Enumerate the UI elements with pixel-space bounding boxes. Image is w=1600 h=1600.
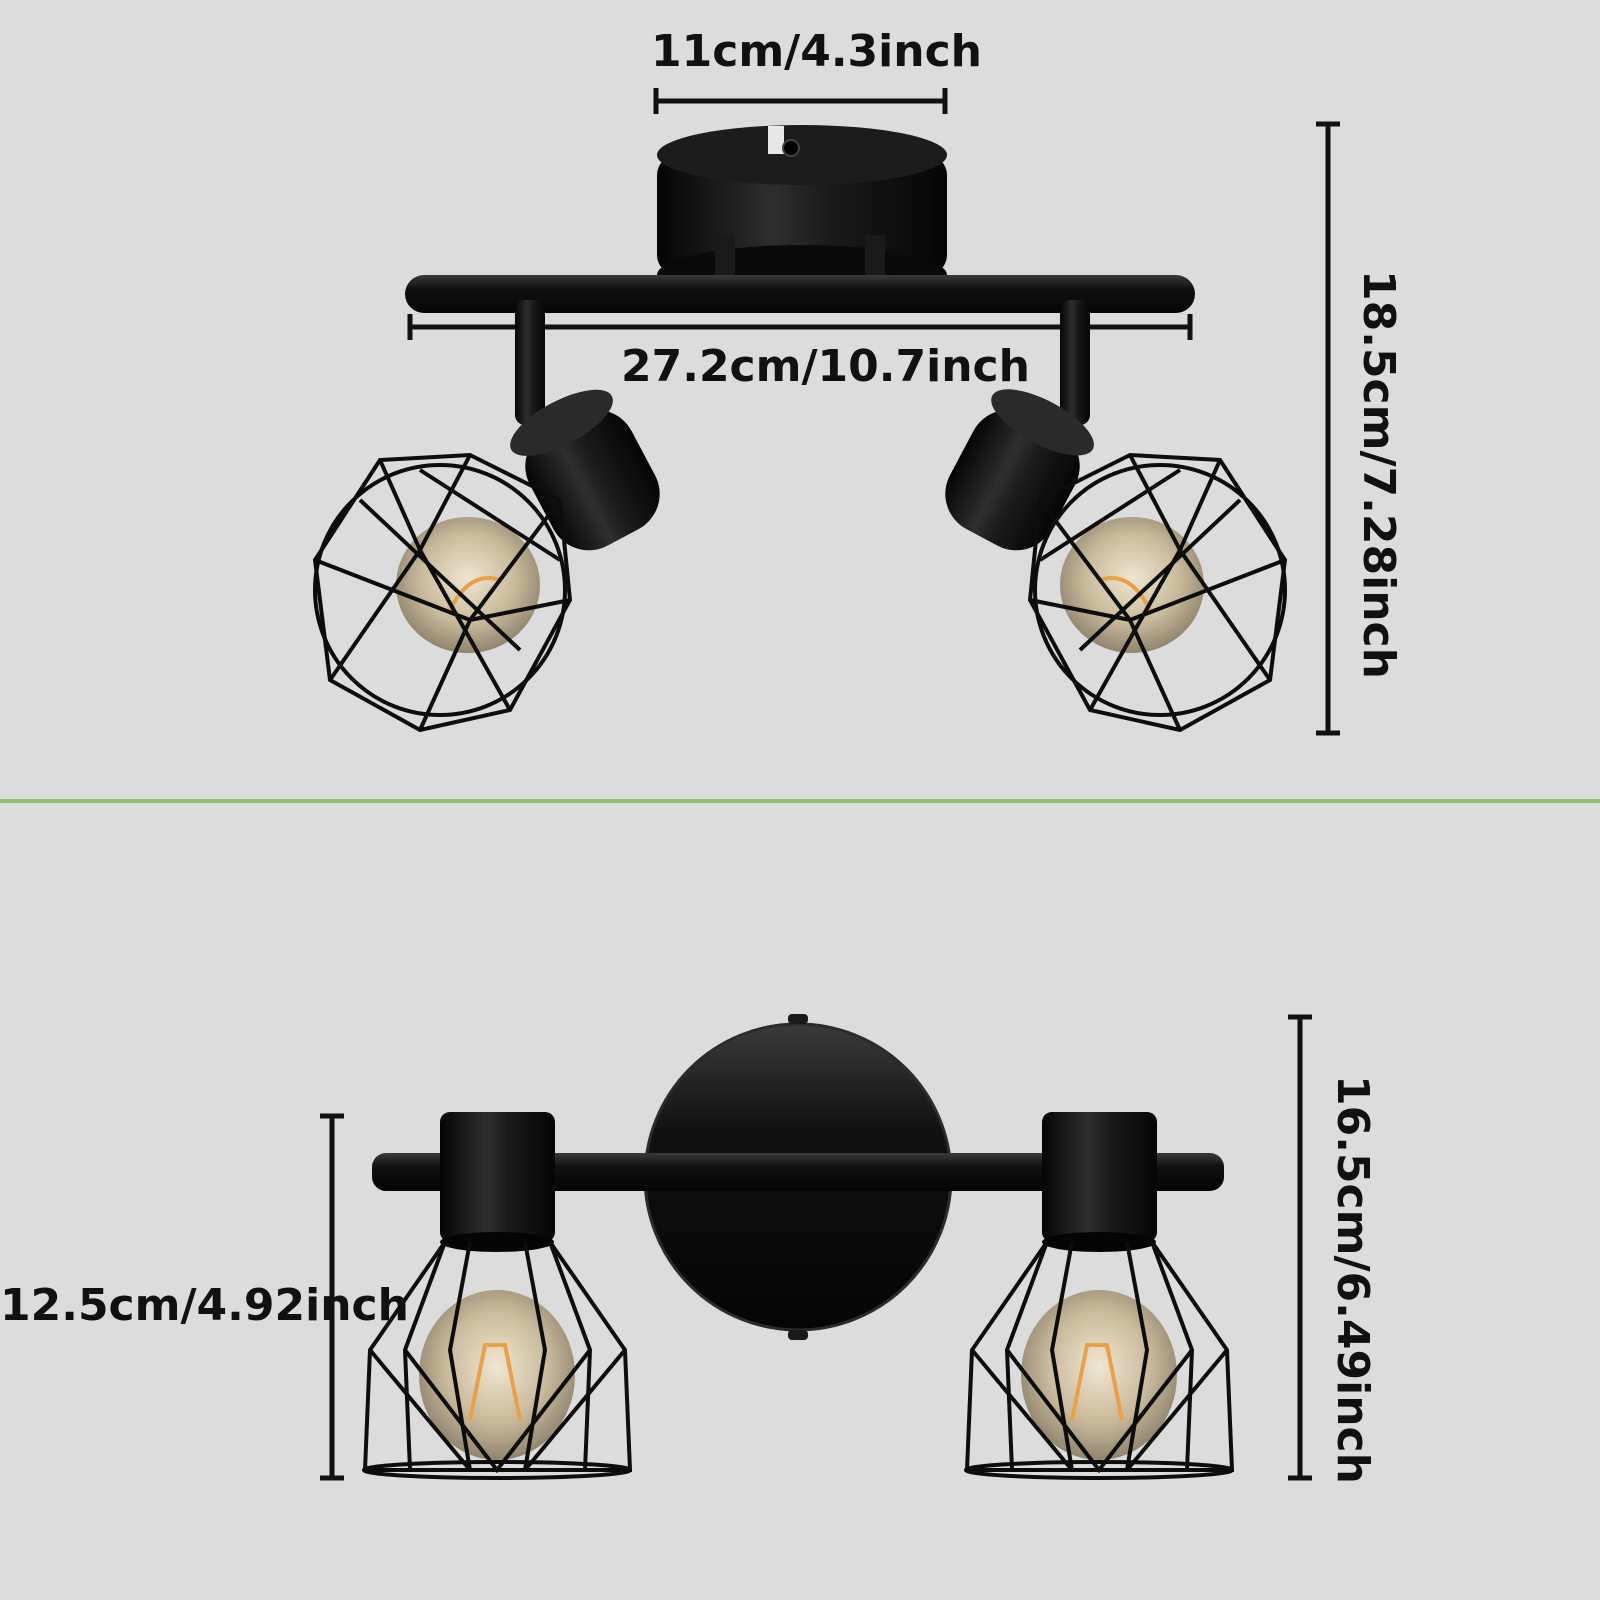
front-left-spotlight [362,1112,633,1480]
dim-label-shade-height: 12.5cm/4.92inch [0,1280,409,1331]
right-spotlight [945,300,1288,733]
front-mounting-bar [372,1153,1224,1191]
dim-line-height [1316,121,1340,736]
dim-line-shade-height [320,1113,344,1481]
dim-label-bar-length: 27.2cm/10.7inch [621,341,1030,392]
front-right-spotlight [964,1112,1235,1480]
dim-label-top-width: 11cm/4.3inch [651,26,982,77]
mounting-bar [405,275,1195,313]
left-spotlight [312,300,660,733]
dim-label-total-height: 16.5cm/6.49inch [1327,1075,1378,1484]
dim-label-height: 18.5cm/7.28inch [1353,270,1404,679]
dim-line-top-width [653,88,948,114]
dim-line-total-height [1288,1014,1312,1481]
